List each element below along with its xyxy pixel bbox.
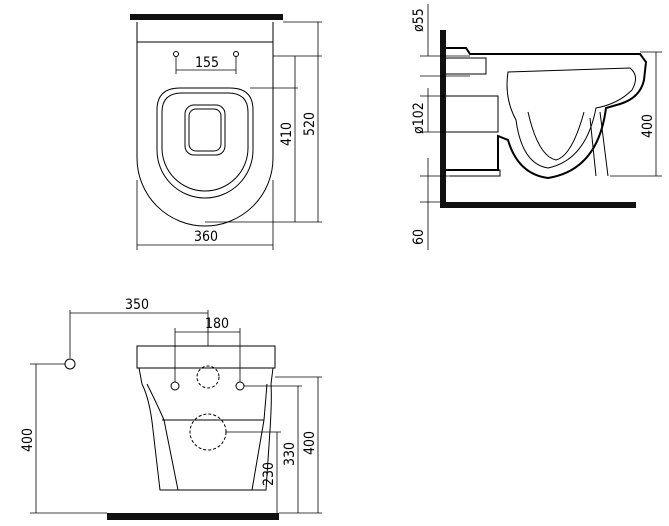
side-view-front-leg-2 xyxy=(589,117,597,177)
front-view-supply-pipe xyxy=(64,358,76,370)
top-view-bolt-hole-left xyxy=(173,51,179,57)
top-view-inner-rim xyxy=(161,92,249,192)
side-view-dim-60: 60 xyxy=(411,229,427,245)
side-view-floor xyxy=(440,202,636,208)
front-view-dim-400-left: 400 xyxy=(20,428,36,452)
side-view-outlet xyxy=(446,95,499,133)
top-view-drain-square xyxy=(184,104,226,156)
side-view-base-plate xyxy=(450,169,501,177)
top-view: 155 410 520 360 xyxy=(130,14,322,250)
top-view-drain-inner xyxy=(188,108,222,152)
side-view-inlet xyxy=(446,57,487,75)
front-view-bolt-right xyxy=(235,381,245,391)
side-view-bowl-outer xyxy=(446,47,648,180)
top-view-dim-410: 410 xyxy=(279,122,295,146)
side-view-pan-curve xyxy=(527,111,585,161)
front-view-top-cap xyxy=(136,345,276,369)
front-view-body-inner-left xyxy=(146,383,179,491)
front-view: 350 180 400 230 330 400 xyxy=(20,297,322,520)
top-view-wall xyxy=(130,14,283,20)
front-view-dim-230: 230 xyxy=(261,462,277,486)
top-view-dim-520: 520 xyxy=(302,112,318,136)
front-view-bolt-left xyxy=(170,381,180,391)
side-view-dim-102: ø102 xyxy=(411,102,427,134)
front-view-inlet-circle xyxy=(196,365,220,389)
side-view-wall-vertical xyxy=(440,30,446,208)
side-view: ø55 ø102 60 400 xyxy=(411,4,662,250)
front-view-floor xyxy=(107,513,279,520)
side-view-dim-400: 400 xyxy=(640,114,656,138)
side-view-front-leg xyxy=(599,111,609,177)
side-view-dim-55: ø55 xyxy=(411,8,427,32)
top-view-bowl-outline xyxy=(136,22,274,227)
front-view-dim-350: 350 xyxy=(125,297,149,313)
front-view-dim-400-right: 400 xyxy=(302,431,318,455)
front-view-dim-330: 330 xyxy=(282,442,298,466)
top-view-bolt-hole-right xyxy=(233,51,239,57)
front-view-outlet-circle xyxy=(189,413,227,451)
top-view-dim-360: 360 xyxy=(194,229,218,245)
top-view-seat-outline xyxy=(156,87,254,199)
front-view-dim-180: 180 xyxy=(205,316,229,332)
side-view-bowl-inner xyxy=(506,67,636,169)
front-view-body-outline xyxy=(138,367,274,491)
top-view-dim-155: 155 xyxy=(195,55,219,71)
